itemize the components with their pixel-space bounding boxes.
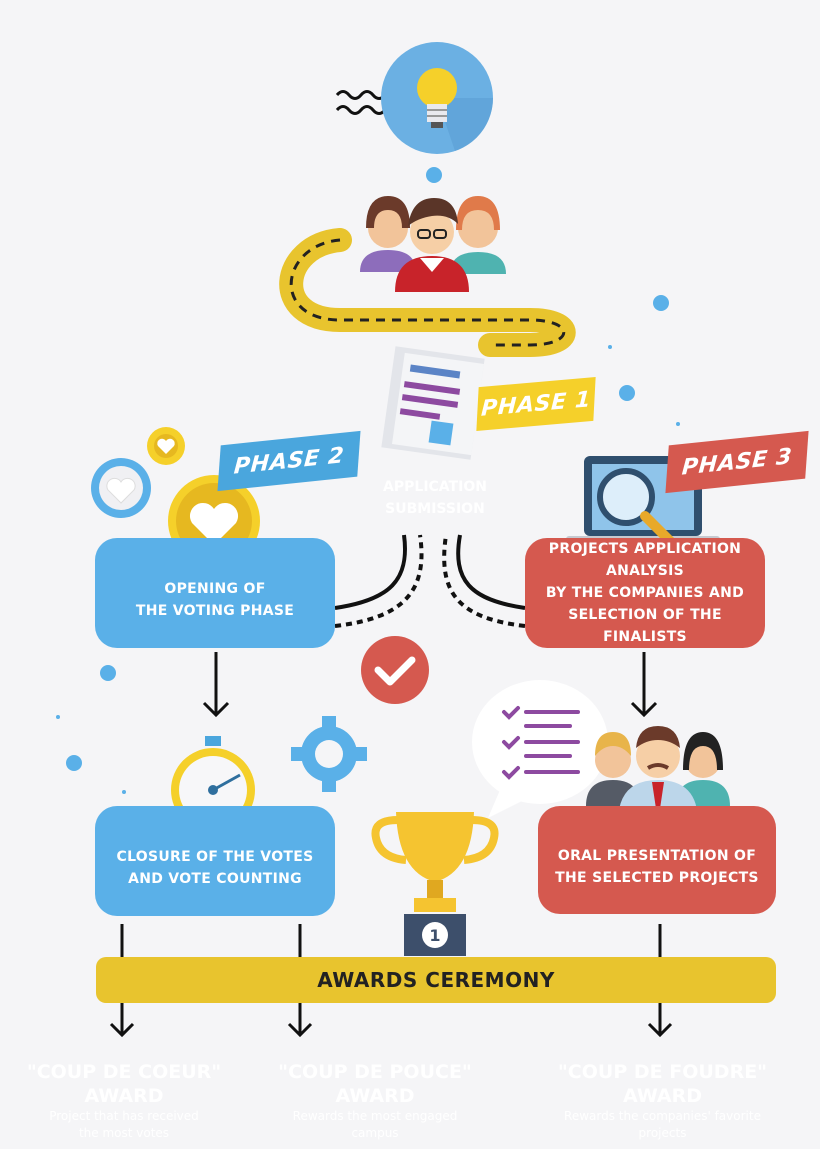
arrow-icon <box>202 652 230 718</box>
award-description-line-2: the most votes <box>78 1126 170 1140</box>
voting-open-line-1: OPENING OF <box>164 581 266 597</box>
dot <box>426 167 442 183</box>
dot <box>100 665 116 681</box>
oral-line-1: ORAL PRESENTATION OF <box>557 848 757 864</box>
dot <box>676 422 680 426</box>
arrow-icon <box>630 652 658 718</box>
award-coup-de-foudre: "COUP DE FOUDRE" AWARD Rewards the compa… <box>540 1060 785 1142</box>
award-coup-de-coeur: "COUP DE COEUR" AWARD Project that has r… <box>10 1060 238 1142</box>
heart-icon <box>91 458 151 518</box>
award-description-line-1: Project that has received <box>49 1109 199 1123</box>
connector-line <box>120 924 662 957</box>
heart-icon <box>147 427 185 465</box>
arrow-icon <box>287 1003 313 1038</box>
application-submission-label: APPLICATION SUBMISSION <box>367 476 503 520</box>
trophy-icon <box>371 812 499 956</box>
trophy-rank: 1 <box>429 926 441 945</box>
dot <box>619 385 635 401</box>
voting-open-line-2: THE VOTING PHASE <box>135 603 295 619</box>
award-title: "COUP DE COEUR" AWARD <box>26 1061 222 1107</box>
award-description-line-1: Rewards the most engaged <box>292 1109 458 1123</box>
dot <box>66 755 82 771</box>
award-title: "COUP DE FOUDRE" AWARD <box>557 1061 768 1107</box>
road-path <box>279 228 576 357</box>
center-arcs <box>334 534 526 628</box>
voting-open-box: OPENING OF THE VOTING PHASE <box>95 538 335 648</box>
lightbulb-icon <box>381 42 493 154</box>
awards-ceremony-bar: AWARDS CEREMONY <box>96 957 776 1003</box>
dot <box>608 345 612 349</box>
checkmark-icon <box>361 636 429 704</box>
closure-box: CLOSURE OF THE VOTES AND VOTE COUNTING <box>95 806 335 916</box>
application-line-2: SUBMISSION <box>385 501 485 517</box>
arrow-icon <box>109 1003 135 1038</box>
analysis-box: PROJECTS APPLICATION ANALYSIS BY THE COM… <box>525 538 765 648</box>
award-description-line-2: projects <box>638 1126 687 1140</box>
squiggle-icon <box>335 90 387 115</box>
analysis-line-3: SELECTION OF THE FINALISTS <box>568 607 722 645</box>
award-description-line-1: Rewards the companies' favorite <box>564 1109 761 1123</box>
dot <box>122 790 126 794</box>
document-icon <box>381 346 485 460</box>
award-title: "COUP DE POUCE" AWARD <box>278 1061 472 1107</box>
gear-icon <box>291 716 367 792</box>
arrow-icon <box>647 1003 673 1038</box>
application-line-1: APPLICATION <box>383 479 487 495</box>
closure-line-2: AND VOTE COUNTING <box>128 871 302 887</box>
dot <box>56 715 60 719</box>
oral-box: ORAL PRESENTATION OF THE SELECTED PROJEC… <box>538 806 776 914</box>
award-description-line-2: campus <box>351 1126 399 1140</box>
analysis-line-1: PROJECTS APPLICATION ANALYSIS <box>548 541 742 579</box>
team-icon <box>360 196 506 292</box>
oral-line-2: THE SELECTED PROJECTS <box>555 870 759 886</box>
award-coup-de-pouce: "COUP DE POUCE" AWARD Rewards the most e… <box>260 1060 490 1142</box>
dot <box>653 295 669 311</box>
analysis-line-2: BY THE COMPANIES AND <box>545 585 745 601</box>
closure-line-1: CLOSURE OF THE VOTES <box>116 849 314 865</box>
checklist-icon <box>472 680 608 818</box>
